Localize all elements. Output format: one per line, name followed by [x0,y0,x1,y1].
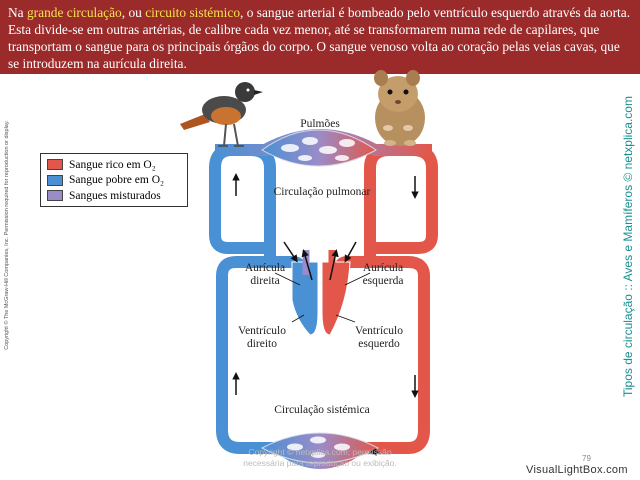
bird-illustration [180,82,263,147]
heart [291,250,351,336]
flow-arrows [232,173,419,456]
legend-label: Sangue pobre em O₂ [69,174,165,187]
body-capillaries [260,432,380,464]
header-text-3: , o sangue arterial é bombeado pelo vent… [8,5,631,71]
rodent-illustration [374,70,425,146]
label-pulmonary-circulation: Circulação pulmonar [273,186,371,198]
faint-line-1: Copyright © netxplica.com; permissão [248,447,392,457]
label-left-ventricle: Ventrículo esquerdo [346,325,412,351]
page-number: 79 [582,454,591,463]
legend-item-oxygen-rich: Sangue rico em O₂ [47,157,181,173]
label-right-ventricle: Ventrículo direito [230,325,294,351]
highlight-circuito-sistemico: circuito sistémico [145,5,241,20]
label-right-ventricle-line2: direito [246,338,278,350]
header-text-1: Na [8,5,27,20]
faint-line-2: necessária para reprodução ou exibição. [243,458,397,468]
legend-label: Sangue rico em O₂ [69,158,156,171]
label-left-atrium: Aurícula esquerda [352,262,414,288]
header-text-2: , ou [121,5,146,20]
label-left-atrium-line1: Aurícula [362,262,404,274]
legend-swatch-purple [47,190,63,202]
header-text-panel: Na grande circulação, ou circuito sistém… [0,0,640,74]
legend-item-oxygen-poor: Sangue pobre em O₂ [47,173,181,189]
highlight-grande-circulacao: grande circulação [26,5,122,20]
label-left-atrium-line2: esquerda [362,275,404,287]
label-left-ventricle-line1: Ventrículo [355,325,403,337]
label-right-atrium-line1: Aurícula [244,262,286,274]
legend: Sangue rico em O₂ Sangue pobre em O₂ San… [40,153,188,207]
label-systemic-circulation: Circulação sistémica [274,404,370,416]
label-right-ventricle-line1: Ventrículo [238,325,286,337]
watermark-link[interactable]: VisualLightBox.com [526,464,628,476]
label-lungs: Pulmões [300,118,340,130]
legend-swatch-blue [47,174,63,186]
label-pointers [274,272,371,323]
lung-capillaries [261,129,377,167]
label-right-atrium: Aurícula direita [236,262,294,288]
legend-swatch-red [47,159,63,171]
label-left-ventricle-line2: esquerdo [358,338,400,350]
label-right-atrium-line2: direita [250,275,280,287]
faint-copyright-note: Copyright © netxplica.com; permissão nec… [230,447,410,469]
legend-item-mixed: Sangues misturados [47,188,181,204]
legend-label: Sangues misturados [69,189,161,202]
